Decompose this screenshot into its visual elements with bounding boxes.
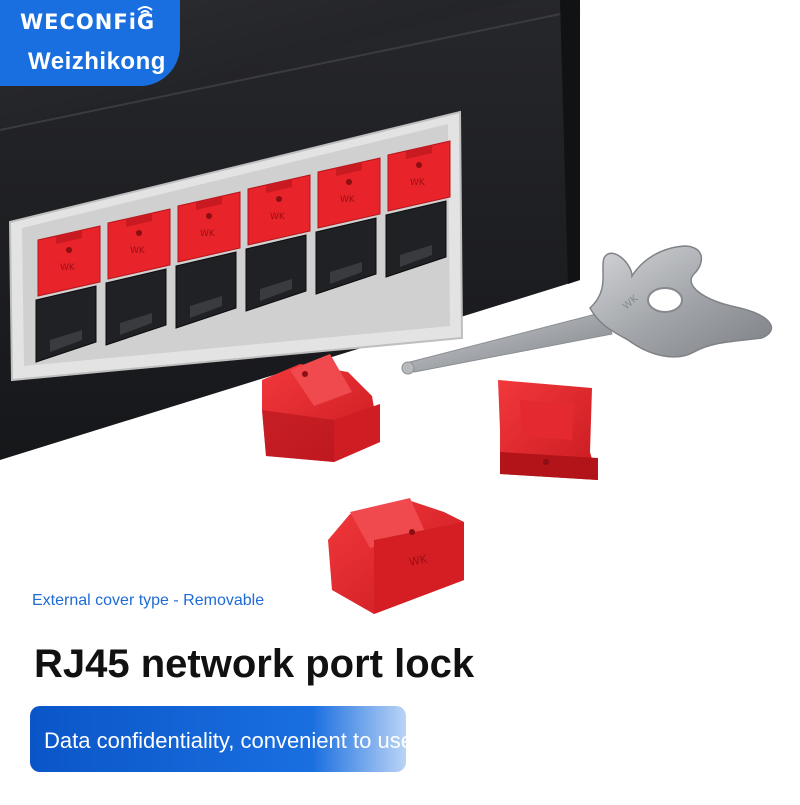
inserted-port-lock: WK bbox=[317, 157, 381, 229]
lock-logo: WK bbox=[130, 246, 146, 256]
rj45-port bbox=[385, 200, 447, 278]
feature-banner: Data confidentiality, convenient to use bbox=[30, 706, 406, 772]
wifi-icon bbox=[137, 6, 153, 17]
brand-name: WECONFiG bbox=[20, 10, 156, 34]
product-title: RJ45 network port lock bbox=[34, 642, 475, 686]
rj45-port bbox=[245, 234, 307, 312]
rj45-port bbox=[105, 268, 167, 346]
lock-logo: WK bbox=[270, 212, 286, 222]
lock-logo: WK bbox=[410, 178, 426, 188]
inserted-port-lock: WK bbox=[247, 174, 311, 246]
lock-logo: WK bbox=[60, 263, 76, 273]
port-lock: WK bbox=[328, 498, 464, 614]
rj45-port bbox=[35, 285, 97, 363]
inserted-port-lock: WK bbox=[37, 225, 101, 297]
lock-logo: WK bbox=[408, 552, 429, 569]
inserted-port-lock: WK bbox=[177, 191, 241, 263]
port-lock bbox=[498, 380, 598, 480]
lock-logo: WK bbox=[200, 229, 216, 239]
brand-subname: Weizhikong bbox=[28, 48, 166, 75]
brand-badge: WECONFiG Weizhikong bbox=[0, 0, 180, 86]
rj45-port bbox=[315, 217, 377, 295]
feature-banner-text: Data confidentiality, convenient to use bbox=[44, 728, 406, 753]
inserted-port-lock: WK bbox=[387, 140, 451, 212]
rj45-port bbox=[175, 251, 237, 329]
lock-logo: WK bbox=[340, 195, 356, 205]
product-subtitle: External cover type - Removable bbox=[32, 592, 265, 609]
port-lock bbox=[262, 354, 380, 462]
unlock-key: WK bbox=[401, 245, 773, 375]
switch-ports: WK WK WK WK WK WK bbox=[35, 140, 451, 363]
inserted-port-lock: WK bbox=[107, 208, 171, 280]
